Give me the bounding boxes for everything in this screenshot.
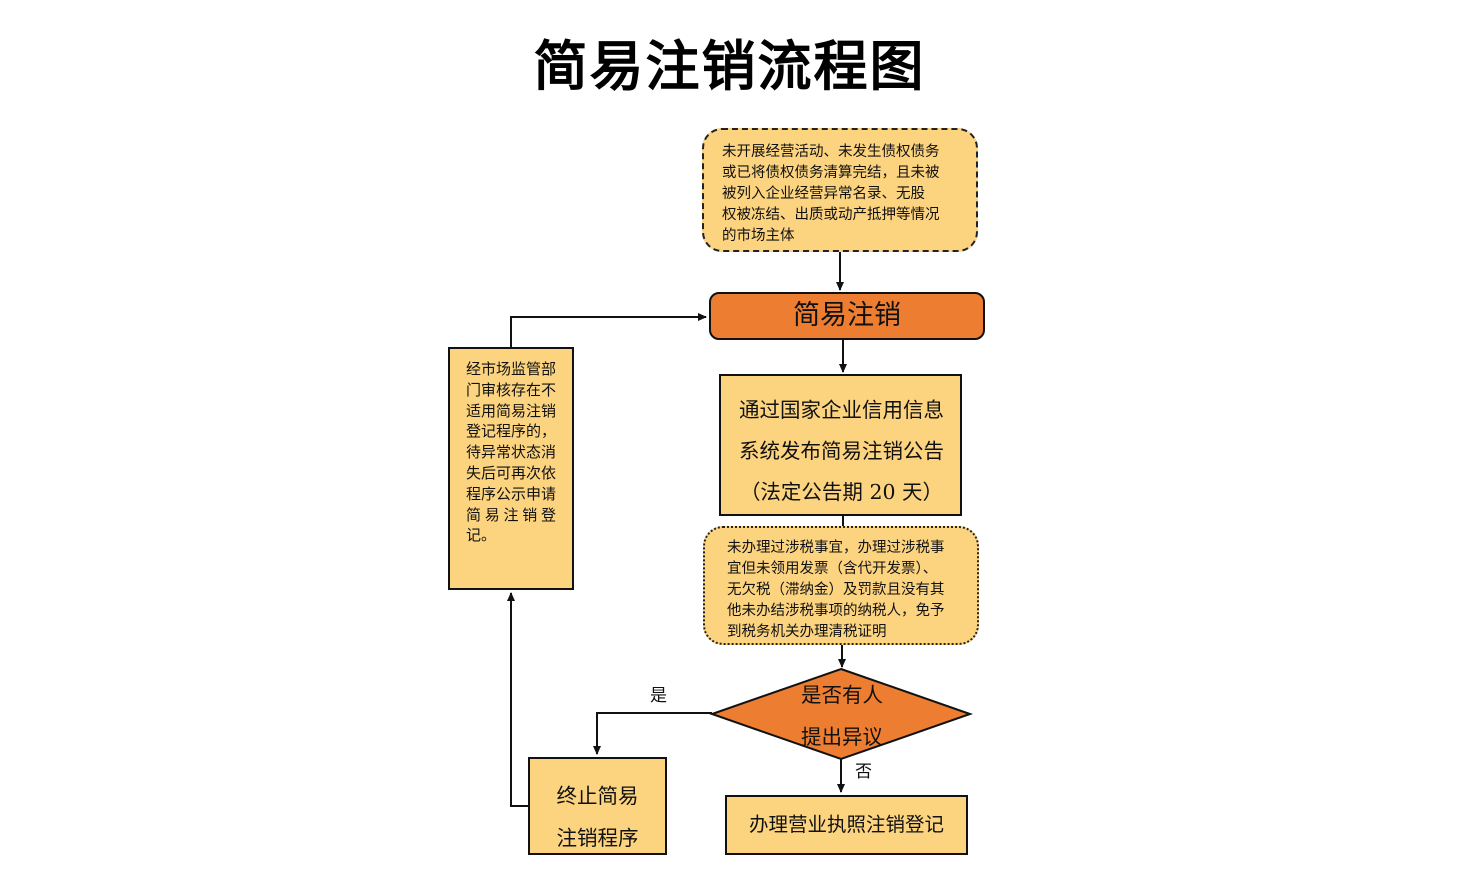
- edge-label-yes: 是: [650, 686, 667, 706]
- page-title: 简易注销流程图: [533, 35, 926, 98]
- eligible-line: 或已将债权债务清算完结，且未被: [722, 165, 940, 181]
- arrow-review-to-simple: [510, 313, 707, 347]
- arrow-terminate-to-review: [507, 592, 528, 807]
- eligible-line: 未开展经营活动、未发生债权债务: [722, 144, 940, 160]
- eligible-line: 权被冻结、出质或动产抵押等情况: [722, 207, 940, 223]
- tax-line: 未办理过涉税事宜，办理过涉税事: [727, 540, 945, 556]
- terminate-box: 终止简易 注销程序: [528, 757, 667, 855]
- arrow-decision-yes: [593, 712, 712, 755]
- tax-line: 无欠税（滞纳金）及罚款且没有其: [727, 582, 945, 598]
- announce-line: （法定公告期 20 天）: [739, 480, 944, 504]
- tax-exemption-box: 未办理过涉税事宜，办理过涉税事 宜但未领用发票（含代开发票）、 无欠税（滞纳金）…: [703, 526, 979, 645]
- tax-line: 他未办结涉税事项的纳税人，免予: [727, 603, 945, 619]
- announce-line: 系统发布简易注销公告: [739, 439, 944, 463]
- review-note-box: 经市场监管部门审核存在不适用简易注销登记程序的，待异常状态消失后可再次依程序公示…: [448, 347, 574, 590]
- tax-line: 宜但未领用发票（含代开发票）、: [727, 561, 938, 577]
- edge-label-no: 否: [855, 762, 872, 782]
- eligible-line: 被列入企业经营异常名录、无股: [722, 186, 925, 202]
- eligible-line: 的市场主体: [722, 228, 795, 244]
- decision-line: 提出异议: [801, 725, 883, 749]
- simple-deregistration-box: 简易注销: [709, 292, 985, 340]
- terminate-line: 终止简易: [556, 784, 639, 808]
- terminate-line: 注销程序: [556, 826, 639, 850]
- public-announcement-box: 通过国家企业信用信息 系统发布简易注销公告 （法定公告期 20 天）: [719, 374, 962, 516]
- decision-line: 是否有人: [801, 683, 883, 707]
- decision-label: 是否有人 提出异议: [778, 674, 906, 758]
- final-registration-box: 办理营业执照注销登记: [725, 795, 968, 855]
- eligible-entities-box: 未开展经营活动、未发生债权债务 或已将债权债务清算完结，且未被 被列入企业经营异…: [702, 128, 978, 252]
- announce-line: 通过国家企业信用信息: [739, 398, 944, 422]
- tax-line: 到税务机关办理清税证明: [727, 624, 887, 640]
